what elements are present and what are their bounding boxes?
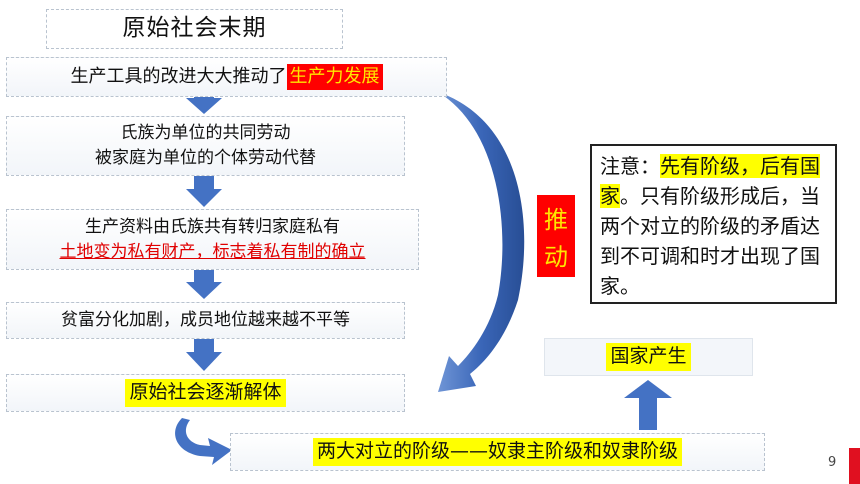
corner-mark	[849, 448, 860, 484]
curved-push-arrow	[438, 92, 525, 392]
step-labor: 氏族为单位的共同劳动 被家庭为单位的个体劳动代替	[6, 116, 405, 176]
step-dissolution: 原始社会逐渐解体	[6, 374, 405, 412]
state-emergence: 国家产生	[544, 338, 753, 376]
step-private-ownership: 生产资料由氏族共有转归家庭私有 土地变为私有财产，标志着私有制的确立	[6, 209, 419, 270]
page-number: 9	[828, 455, 837, 470]
push-label: 推 动	[537, 195, 575, 277]
step-productivity: 生产工具的改进大大推动了生产力发展	[6, 57, 447, 97]
step-inequality: 贫富分化加剧，成员地位越来越不平等	[6, 302, 405, 339]
up-arrow	[624, 380, 672, 430]
down-arrow-3	[186, 270, 222, 299]
step-two-classes: 两大对立的阶级——奴隶主阶级和奴隶阶级	[230, 433, 765, 471]
page-title: 原始社会末期	[46, 9, 343, 49]
private-ownership-emphasis: 土地变为私有财产，标志着私有制的确立	[59, 241, 366, 262]
curl-arrow	[175, 418, 232, 465]
note-box: 注意：先有阶级，后有国家。只有阶级形成后，当两个对立的阶级的矛盾达到不可调和时才…	[590, 144, 837, 304]
down-arrow-2	[186, 176, 222, 207]
down-arrow-4	[186, 339, 222, 371]
highlight-productivity: 生产力发展	[286, 63, 383, 91]
